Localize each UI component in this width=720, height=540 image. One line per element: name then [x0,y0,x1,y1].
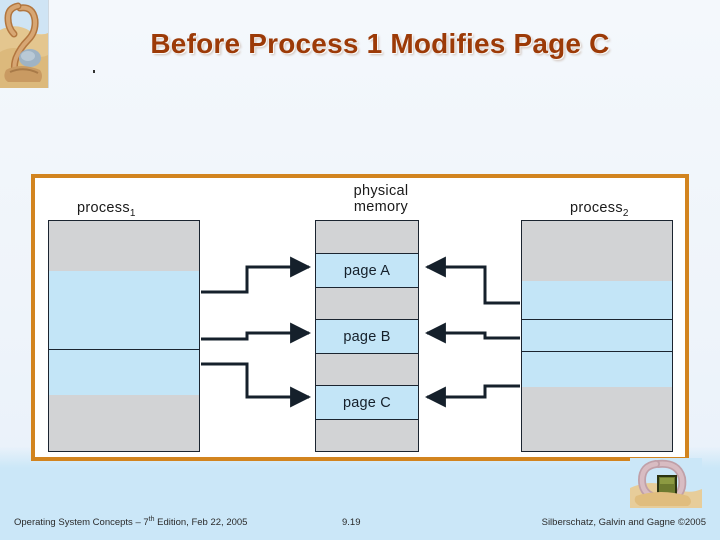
connector-p1-to-page-a [201,256,312,294]
page-b-label: page B [343,328,391,345]
connector-p2-to-page-a [424,256,520,305]
band-physmem-page-b: page B [316,319,418,353]
footer-left-main: Operating System Concepts – 7 [14,517,149,528]
band-process2-0 [522,221,672,281]
page-a-label: page A [343,262,391,279]
band-physmem-page-a: page A [316,253,418,287]
page-title: Before Process 1 Modifies Page C [150,28,610,59]
footer-copyright: Silberschatz, Galvin and Gagne ©2005 [541,517,706,528]
label-physmem-line1: physical [353,183,409,199]
figure-frame: process1 physical memory process2 page [31,174,689,461]
footer-left-text: Operating System Concepts – 7th Edition,… [14,516,247,528]
figure-inner: process1 physical memory process2 page [35,178,685,457]
band-physmem-4 [316,353,418,385]
title-decoration-dot [93,70,95,73]
band-process2-1 [522,281,672,319]
band-process1-2 [49,349,199,395]
footer-left-superscript: th [148,515,155,523]
memory-column-process2 [521,220,673,452]
page-c-label: page C [343,394,391,411]
label-physmem-line2: memory [353,199,409,215]
band-physmem-6 [316,419,418,451]
label-process1: process1 [77,200,136,219]
dinosaur-logo-icon [0,0,49,88]
label-process2-subscript: 2 [622,207,629,219]
footer-left-rest: Edition, Feb 22, 2005 [154,517,248,528]
band-process2-3 [522,351,672,387]
band-physmem-2 [316,287,418,319]
memory-column-process1 [48,220,200,452]
band-physmem-0 [316,221,418,253]
band-process2-4 [522,387,672,451]
band-process2-2 [522,319,672,351]
memory-column-physical: page A page B page C [315,220,419,452]
slide-number: 9.19 [342,517,361,528]
band-process1-3 [49,395,199,451]
label-process2-text: process [570,200,623,216]
label-physical-memory: physical memory [331,183,431,215]
label-process1-text: process [77,200,130,216]
band-physmem-page-c: page C [316,385,418,419]
band-process1-0 [49,221,199,271]
label-process2: process2 [570,200,629,219]
connector-p1-to-page-c [201,362,312,408]
connector-p2-to-page-c [424,384,520,408]
connector-p1-to-page-b [201,322,312,344]
band-process1-1 [49,271,199,349]
label-process1-subscript: 1 [129,207,136,219]
connector-p2-to-page-b [424,322,520,344]
bottom-band [0,468,720,540]
footer-dinosaur-logo-icon [630,458,702,508]
